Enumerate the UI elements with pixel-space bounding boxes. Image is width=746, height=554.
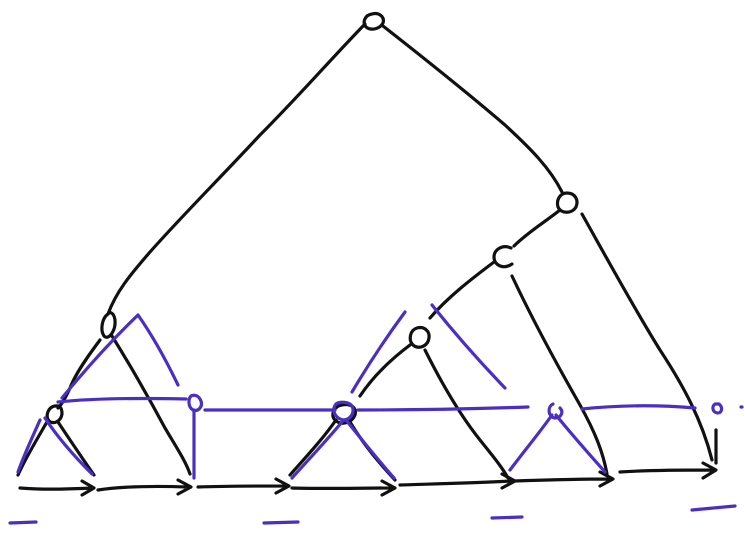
highlight-triangle-right-small (508, 413, 607, 474)
edge-lowermid-left (288, 418, 338, 477)
underline-mark-3 (490, 515, 524, 520)
edge-right2-mid (428, 260, 496, 320)
edge-middle-lower (358, 343, 412, 398)
leaf-arrows (18, 461, 718, 497)
edge-left-long (110, 334, 192, 476)
highlight-node-3 (711, 402, 724, 415)
leaf-arrow-1 (18, 479, 96, 497)
edge-middle-leaf (423, 348, 510, 480)
underline-mark-2 (262, 520, 300, 525)
edge-right1-right2 (512, 208, 562, 248)
edge-right2-leaf (510, 274, 609, 476)
node-left (100, 311, 117, 339)
leaf-arrow-4 (290, 479, 397, 497)
node-middle (408, 325, 431, 349)
node-right-1 (555, 191, 579, 214)
node-right-2 (492, 245, 514, 269)
edge-lowerleft-right (56, 420, 96, 477)
leaf-arrow-3 (196, 477, 291, 495)
highlight-node-2 (547, 402, 564, 420)
highlight-node-1 (187, 393, 204, 413)
leaf-arrow-6 (512, 470, 615, 488)
highlight-line-left (56, 396, 188, 404)
edge-root-left (106, 22, 367, 316)
highlight-triangle-left-large (60, 313, 180, 400)
underline-mark-4 (690, 504, 737, 512)
edge-right1-farright (580, 212, 714, 462)
highlight-triangle-middle-small (290, 418, 396, 480)
edge-root-right (381, 24, 564, 194)
highlight-triangle-left-small (16, 416, 94, 476)
leaf-arrow-7 (618, 461, 718, 480)
tree-structure (16, 11, 718, 497)
highlight-triangle-middle (350, 303, 507, 394)
leaf-arrow-5 (398, 472, 517, 490)
edge-lowerleft-left (16, 418, 50, 477)
highlight-node-middle (332, 400, 355, 422)
highlight-line-middle (203, 405, 530, 412)
underline-mark-1 (8, 520, 38, 525)
highlight-line-right (580, 404, 697, 411)
edge-left-lowerleft (56, 338, 102, 410)
root-node (362, 11, 385, 31)
highlight-overlay (8, 303, 744, 525)
leaf-arrow-2 (96, 478, 193, 496)
